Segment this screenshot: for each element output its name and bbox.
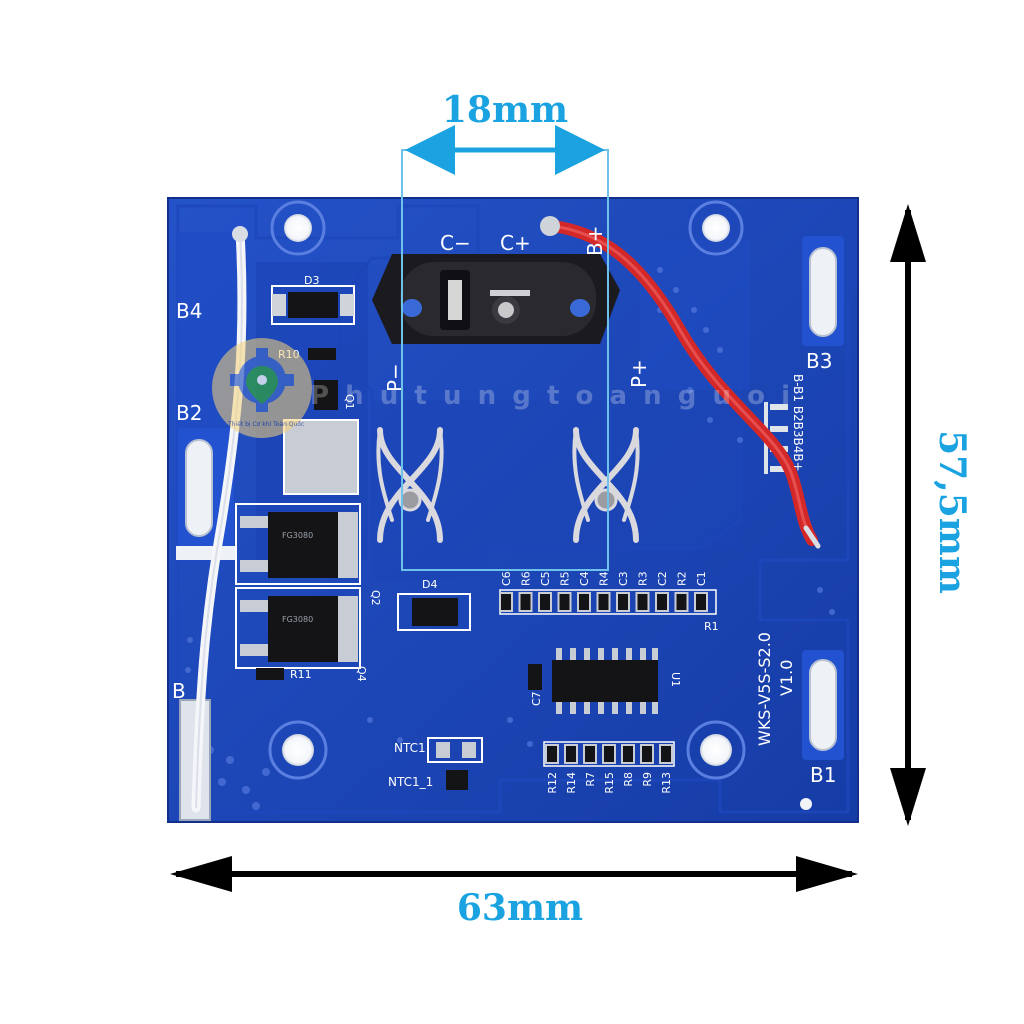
terminal-c-minus: C− (440, 231, 471, 255)
smd-part (577, 592, 591, 612)
mosfet-marking-2: FG3080 (282, 615, 313, 624)
components (235, 285, 788, 790)
smd-part (694, 592, 708, 612)
label-r1: R1 (704, 620, 719, 633)
mounting-holes (268, 200, 812, 810)
smd-designator: C2 (656, 571, 669, 586)
label-d4: D4 (422, 578, 437, 591)
location-pin-icon (246, 366, 278, 404)
smd-part (499, 592, 513, 612)
slot-b3 (809, 247, 837, 337)
smd-designator: R3 (637, 571, 650, 586)
arrow-left-icon (170, 856, 232, 892)
terminal-p-plus: P+ (627, 359, 651, 388)
smd-designator: R8 (622, 772, 635, 787)
pcb-board (167, 197, 859, 823)
smd-part (616, 592, 630, 612)
diode-d3 (288, 292, 338, 318)
smd-designator: R13 (660, 772, 673, 794)
mosfet-marking-1: FG3080 (282, 531, 313, 540)
heat-pad (283, 419, 359, 495)
cap-row-labels: C6 R6 C5 R5 C4 R4 C3 R3 C2 R2 C1 (499, 571, 708, 612)
slot-b2 (185, 439, 213, 537)
pad-label-b: B (172, 679, 186, 703)
mounting-hole (270, 200, 326, 256)
pad-label-b3: B3 (806, 349, 832, 373)
smd-part (596, 592, 611, 612)
smd-designator: R14 (565, 772, 578, 794)
board-model: WKS-V5S-S2.0 (755, 632, 774, 746)
arrow-down-icon (890, 768, 926, 826)
label-q1: Q1 (343, 394, 356, 410)
dim-label-width: 63mm (457, 887, 583, 929)
smd-designator: C5 (539, 571, 552, 586)
smd-part (564, 744, 578, 764)
smd-part (602, 744, 616, 764)
mounting-hole (686, 720, 746, 780)
smd-part (655, 592, 669, 612)
dimension-height: 57,5mm (890, 204, 973, 826)
smd-designator: R9 (641, 772, 654, 787)
smd-part (538, 592, 552, 612)
contact-clips (376, 427, 640, 543)
smd-designator: R15 (603, 772, 616, 794)
ic-u1 (552, 660, 658, 702)
smd-part (621, 744, 635, 764)
label-ntc1: NTC1 (394, 741, 426, 755)
smd-designator: C1 (695, 571, 708, 586)
charge-port (372, 254, 620, 344)
dim-label-18mm: 18mm (442, 89, 568, 131)
arrow-right-icon (796, 856, 858, 892)
label-r11: R11 (290, 668, 312, 681)
arrow-up-icon (890, 204, 926, 262)
smd-designator: C4 (578, 571, 591, 586)
smd-designator: R6 (520, 571, 533, 586)
clip-p-plus (572, 427, 640, 543)
smd-designator: R12 (546, 772, 559, 794)
clip-p-minus (376, 427, 444, 543)
label-d3: D3 (304, 274, 319, 287)
smd-part (659, 744, 673, 764)
dim-label-height: 57,5mm (931, 430, 973, 594)
label-q4: Q4 (355, 666, 368, 682)
pad-label-b1: B1 (810, 763, 836, 787)
smd-part (545, 744, 559, 764)
mosfet-q2 (268, 512, 340, 578)
slot-b1 (809, 659, 837, 751)
smd-designator: C3 (617, 571, 630, 586)
mounting-hole (268, 720, 328, 780)
smd-designator: C6 (500, 571, 513, 586)
pad-label-b4: B4 (176, 299, 202, 323)
watermark-badge-text: Thiết bị Cơ khí Toàn Quốc (227, 421, 304, 428)
diode-d4 (412, 598, 458, 626)
smd-designator: R5 (559, 571, 572, 586)
silkscreen: B4 B2 B3 B1 B C− C+ B+ P− P+ D3 D4 R10 R… (172, 226, 836, 794)
mosfet-q4 (268, 596, 340, 662)
board-version: V1.0 (777, 660, 796, 696)
smd-part (640, 744, 654, 764)
watermark-text: Phutungtoanguoi (310, 381, 790, 411)
smd-part (674, 592, 689, 612)
mounting-hole (688, 200, 744, 256)
smd-designator: R7 (584, 772, 597, 787)
smd-designator: R2 (676, 571, 689, 586)
dimension-18mm: 18mm (401, 89, 609, 571)
smd-part (557, 592, 572, 612)
terminal-b-plus: B+ (583, 226, 607, 256)
label-ntc1-1: NTC1_1 (388, 775, 433, 789)
pad-label-b2: B2 (176, 401, 202, 425)
dimension-width: 63mm (170, 856, 858, 929)
smd-part (635, 592, 650, 612)
label-c7: C7 (530, 691, 543, 706)
fiducial (800, 798, 812, 810)
terminal-c-plus: C+ (500, 231, 531, 255)
label-q2: Q2 (369, 590, 382, 606)
smd-part (518, 592, 533, 612)
smd-designator: R4 (598, 571, 611, 586)
label-balance: B-B1 B2B3B4B+ (791, 374, 805, 472)
label-u1: U1 (669, 672, 682, 687)
smd-part (583, 744, 597, 764)
res-row-labels: R12 R14 R7 R15 R8 R9 R13 (545, 744, 673, 794)
